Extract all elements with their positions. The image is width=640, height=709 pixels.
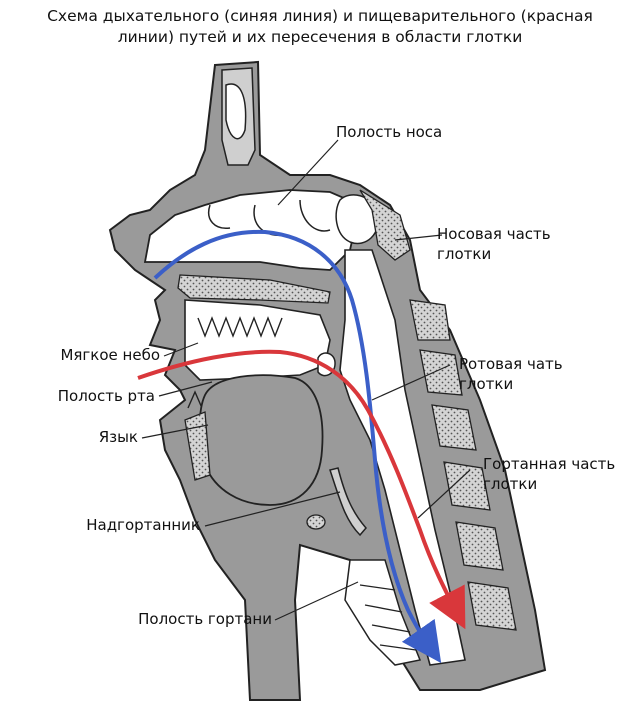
title-line-2: линии) путей и их пересечения в области … [117,28,523,46]
tongue-shape [198,374,324,506]
skull-base [359,189,411,261]
tracheal-rings [359,584,417,651]
cervical-vertebrae [409,299,517,631]
label-epiglottis: Надгортанник [86,516,200,534]
label-laryngopharynx-line1: Гортанная часть [483,455,616,473]
oral-cavity-shape [184,299,331,381]
label-tongue: Язык [98,428,138,446]
label-larynx-cavity: Полость гортани [138,610,272,628]
hyoid-bone [306,514,326,530]
sphenoid-sinus [335,194,380,245]
label-oral-cavity: Полость рта [57,387,155,405]
label-oropharynx-line1: Ротовая чать [459,355,563,373]
label-nasopharynx-line1: Носовая часть [437,225,551,243]
title-line-1: Схема дыхательного (синяя линия) и пищев… [47,7,593,25]
label-nasopharynx-line2: глотки [437,245,492,263]
frontal-sinus [225,83,247,140]
diagram-title: Схема дыхательного (синяя линия) и пищев… [0,6,640,48]
respiratory-path-line [153,229,442,664]
label-nasal-cavity: Полость носа [336,123,443,141]
digestive-path-line [137,349,466,630]
upper-teeth [197,316,283,338]
hard-palate [177,274,331,304]
epiglottis-shape [329,467,367,537]
label-soft-palate: Мягкое небо [60,346,160,364]
leader-lines [141,139,471,621]
label-oropharynx-line2: глотки [459,375,514,393]
label-laryngopharynx-line2: глотки [483,475,538,493]
mandible [184,411,211,481]
